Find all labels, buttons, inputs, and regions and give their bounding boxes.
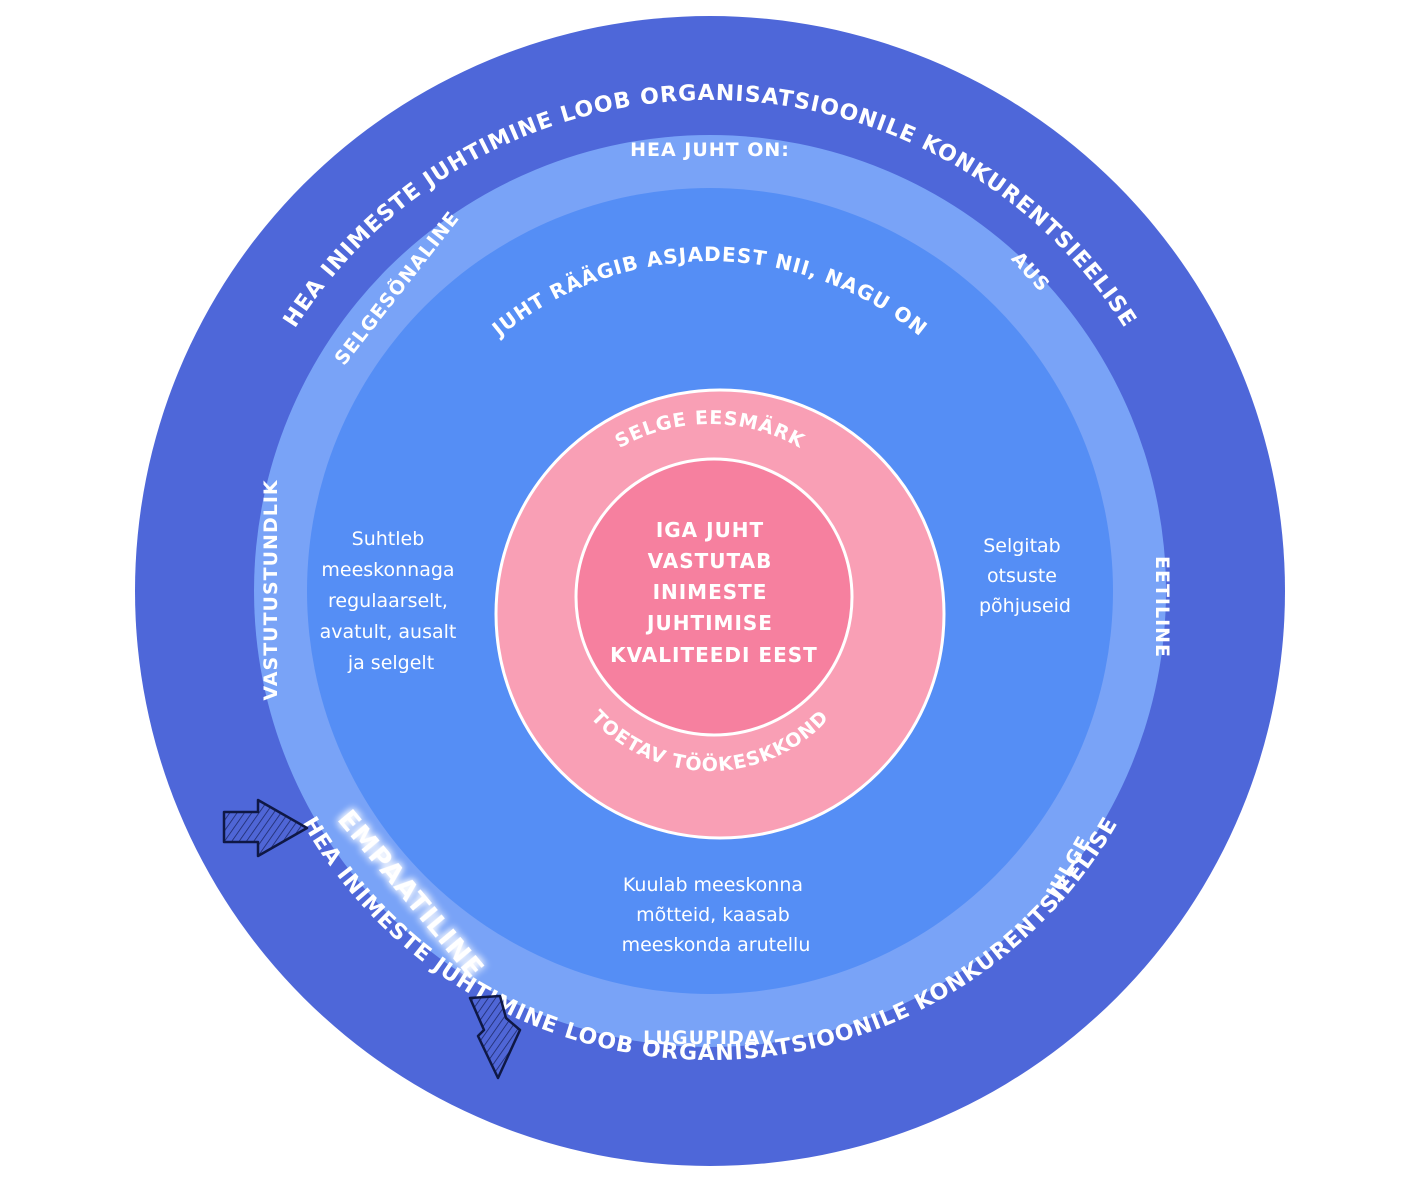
inner-right-text: Selgitab otsuste põhjuseid [979, 535, 1071, 617]
arrow-icon [468, 994, 522, 1080]
inner-left-text: Suhtleb meeskonnaga regulaarselt, avatul… [320, 528, 463, 674]
inner-bottom-text: Kuulab meeskonna mõtteid, kaasab meeskon… [622, 874, 811, 956]
pink-core [574, 457, 854, 737]
trait-vastutustundlik: VASTUTUSTUNDLIK [260, 479, 282, 701]
trait-lugupidav: LUGUPIDAV [643, 1027, 775, 1049]
core-text: IGA JUHT VASTUTAB INIMESTE JUHTIMISE KVA… [610, 518, 818, 667]
arrow-icon [222, 798, 309, 858]
middle-ring-header: HEA JUHT ON: [630, 139, 790, 161]
trait-eetiline: EETILINE [1151, 556, 1173, 658]
